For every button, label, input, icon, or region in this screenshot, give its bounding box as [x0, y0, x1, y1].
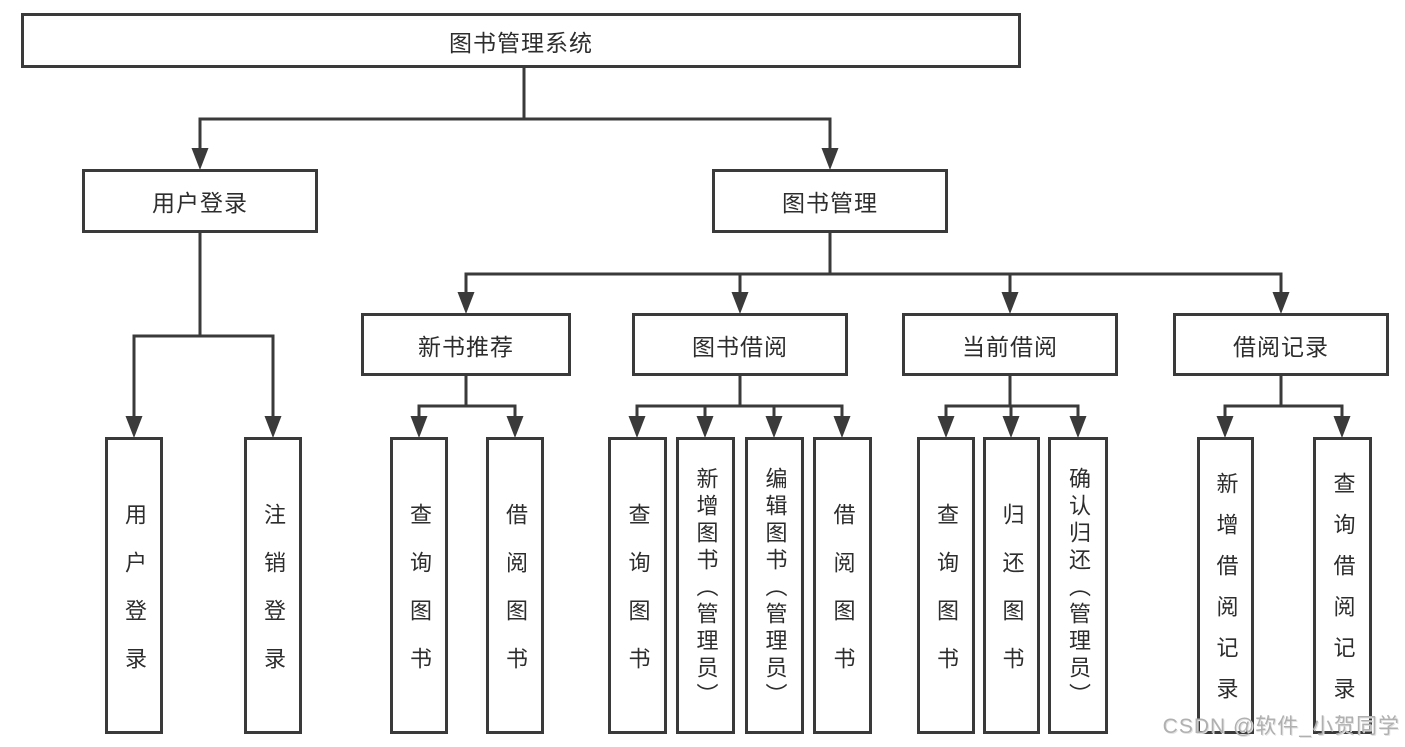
node-add-book: 新增图书（管理员）	[676, 437, 735, 734]
arrowhead-icon	[1002, 416, 1020, 438]
connector	[125, 231, 282, 438]
node-label: 归还图书	[999, 502, 1025, 695]
node-label: 编辑图书（管理员）	[762, 466, 788, 710]
connector	[410, 374, 524, 438]
node-borrow-books-2: 借阅图书	[813, 437, 872, 734]
node-label: 确认归还（管理员）	[1066, 466, 1091, 710]
arrowhead-icon	[731, 292, 749, 314]
arrowhead-icon	[410, 416, 428, 438]
arrowhead-icon	[833, 416, 851, 438]
node-label: 查询图书	[934, 502, 959, 695]
node-label: 查询图书	[407, 502, 432, 695]
node-borrow-books-1: 借阅图书	[486, 437, 544, 734]
node-label: 新书推荐	[418, 333, 514, 360]
node-book-borrow: 图书借阅	[632, 313, 848, 376]
node-label: 注销登录	[261, 502, 286, 695]
node-label: 新增借阅记录	[1213, 472, 1239, 718]
arrowhead-icon	[125, 416, 143, 438]
arrowhead-icon	[821, 148, 839, 170]
arrowhead-icon	[1333, 416, 1351, 438]
arrowhead-icon	[264, 416, 282, 438]
arrowhead-icon	[506, 416, 524, 438]
node-label: 查询图书	[625, 502, 651, 695]
node-label: 借阅图书	[503, 502, 528, 695]
node-query-borrow-record: 查询借阅记录	[1313, 437, 1372, 734]
node-root: 图书管理系统	[21, 13, 1021, 68]
node-label: 新增图书（管理员）	[693, 466, 719, 710]
connector	[628, 374, 851, 438]
node-label: 图书借阅	[692, 333, 788, 360]
node-user-login: 用户登录	[82, 169, 318, 233]
node-confirm-return: 确认归还（管理员）	[1048, 437, 1108, 734]
node-label: 借阅图书	[830, 502, 856, 695]
arrowhead-icon	[937, 416, 955, 438]
node-new-book-rec: 新书推荐	[361, 313, 571, 376]
arrowhead-icon	[1272, 292, 1290, 314]
connector	[937, 374, 1087, 438]
arrowhead-icon	[765, 416, 783, 438]
arrowhead-icon	[1001, 292, 1019, 314]
node-label: 用户登录	[152, 190, 248, 216]
connector	[191, 66, 839, 170]
node-add-borrow-record: 新增借阅记录	[1197, 437, 1254, 734]
watermark: CSDN @软件_小贺同学	[1162, 715, 1400, 738]
node-label: 查询借阅记录	[1330, 472, 1356, 718]
node-book-mgmt: 图书管理	[712, 169, 948, 233]
node-edit-book: 编辑图书（管理员）	[745, 437, 804, 734]
node-label: 图书管理系统	[449, 29, 593, 56]
arrowhead-icon	[457, 292, 475, 314]
node-query-books-1: 查询图书	[390, 437, 448, 734]
node-logout-leaf: 注销登录	[244, 437, 302, 734]
arrowhead-icon	[628, 416, 646, 438]
node-label: 当前借阅	[962, 333, 1058, 360]
node-query-books-2: 查询图书	[608, 437, 667, 734]
arrowhead-icon	[1216, 416, 1234, 438]
connector	[457, 231, 1290, 314]
node-label: 用户登录	[122, 502, 147, 695]
node-borrow-records: 借阅记录	[1173, 313, 1389, 376]
arrowhead-icon	[1069, 416, 1087, 438]
node-current-borrow: 当前借阅	[902, 313, 1118, 376]
node-label: 借阅记录	[1233, 333, 1329, 360]
arrowhead-icon	[191, 148, 209, 170]
node-label: 图书管理	[782, 190, 878, 216]
arrowhead-icon	[696, 416, 714, 438]
node-query-books-3: 查询图书	[917, 437, 975, 734]
node-user-login-leaf: 用户登录	[105, 437, 163, 734]
connector	[1216, 374, 1351, 438]
node-return-book: 归还图书	[983, 437, 1040, 734]
